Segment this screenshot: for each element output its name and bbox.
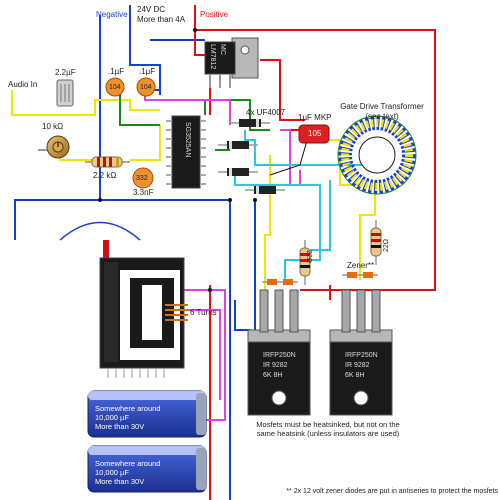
flyback-transformer [59, 221, 188, 378]
cap-1-line3: More than 30V [95, 422, 145, 431]
gdt-note: (see text) [365, 112, 399, 121]
cap-a-code: 104 [109, 84, 121, 91]
negative-rail-label: Negative [96, 10, 128, 19]
regulator-marking-2: LM7812 [209, 44, 216, 70]
cap-a-label: .1µF [108, 67, 125, 76]
cap-332-code: 332 [136, 175, 148, 182]
positive-rail-label: Positive [200, 10, 229, 19]
cap-b-code: 104 [140, 84, 152, 91]
cap-1-line1: Somewhere around [95, 404, 161, 413]
ceramic-cap-104-b [136, 77, 156, 97]
gdt-label: Gate Drive Transformer [340, 102, 424, 111]
ceramic-cap-332 [132, 167, 154, 189]
cyan-wire [234, 130, 365, 280]
mosfet-b-marking-1: IRFP250N [345, 352, 378, 359]
heatsink-note: Mosfets must be heatsinked, but not on t… [238, 420, 418, 439]
mosfet-a [247, 289, 311, 416]
cap-33-label: 3.3nF [133, 188, 154, 197]
cap-2-text: Somewhere around 10,000 µF More than 30V [95, 459, 160, 486]
mosfet-a-marking-2: IR 9282 [263, 362, 288, 369]
gate-resistor-b [370, 220, 382, 265]
mkp-capacitor [298, 124, 330, 144]
diode-4 [245, 186, 285, 194]
supply-voltage-label: 24V DC [137, 5, 166, 14]
ceramic-cap-104-a [105, 77, 125, 97]
input-resistor [85, 156, 130, 168]
cap-1-text: Somewhere around 10,000 µF More than 30V [95, 404, 160, 431]
cap-b-label: .1µF [139, 67, 156, 76]
heatsink-note-line2: same heatsink (unless insulators are use… [256, 429, 400, 439]
mosfet-b [329, 289, 393, 416]
cap-2-line1: Somewhere around [95, 459, 161, 468]
mosfet-a-marking-3: 6K 8H [263, 372, 283, 379]
diode-3 [218, 168, 258, 176]
electrolytic-capacitor-1 [87, 390, 207, 438]
diode-1 [230, 119, 270, 127]
audio-in-label: Audio In [8, 80, 38, 89]
electrolytic-capacitor-2 [87, 445, 207, 493]
input-cap-label: 2.2µF [55, 68, 76, 77]
zener-label: Zener** [347, 261, 375, 270]
zener-pair-b [342, 272, 378, 278]
cap-2-line3: More than 30V [95, 477, 145, 486]
sg3525-ic [166, 115, 206, 189]
diode-2 [218, 141, 258, 149]
mkp-code: 105 [308, 129, 322, 138]
pot-label: 10 kΩ [42, 122, 64, 131]
turns-label: 6 Turns [190, 308, 217, 317]
gate-resistor-a [299, 240, 311, 285]
mosfet-a-marking-1: IRFP250N [263, 352, 296, 359]
resistor-label: 2.2 kΩ [93, 171, 117, 180]
mosfet-b-marking-2: IR 9282 [345, 362, 370, 369]
zener-pair-a [262, 279, 298, 285]
junction-dots [98, 28, 257, 292]
gate-res-b-label: 22Ω [383, 238, 390, 252]
zener-footnote: ** 2x 12 volt zener diodes are put in an… [286, 488, 498, 495]
potentiometer [38, 135, 70, 159]
supply-current-label: More than 4A [137, 15, 186, 24]
cap-2-line2: 10,000 µF [95, 468, 129, 477]
mosfet-b-marking-3: 6K 8H [345, 372, 365, 379]
input-capacitor [56, 79, 74, 107]
cap-1-line2: 10,000 µF [95, 413, 129, 422]
gate-drive-transformer [337, 115, 417, 195]
heatsink-note-line1: Mosfets must be heatsinked, but not on t… [256, 420, 400, 429]
gate-res-a-label: 22Ω [305, 250, 312, 264]
diodes-label: 4x UF4007 [246, 108, 286, 117]
regulator-marking-1: MC [219, 44, 226, 55]
voltage-regulator [204, 37, 259, 88]
ic-marking: SG3525AN [184, 122, 191, 158]
mkp-label: 1µF MKP [298, 113, 332, 122]
